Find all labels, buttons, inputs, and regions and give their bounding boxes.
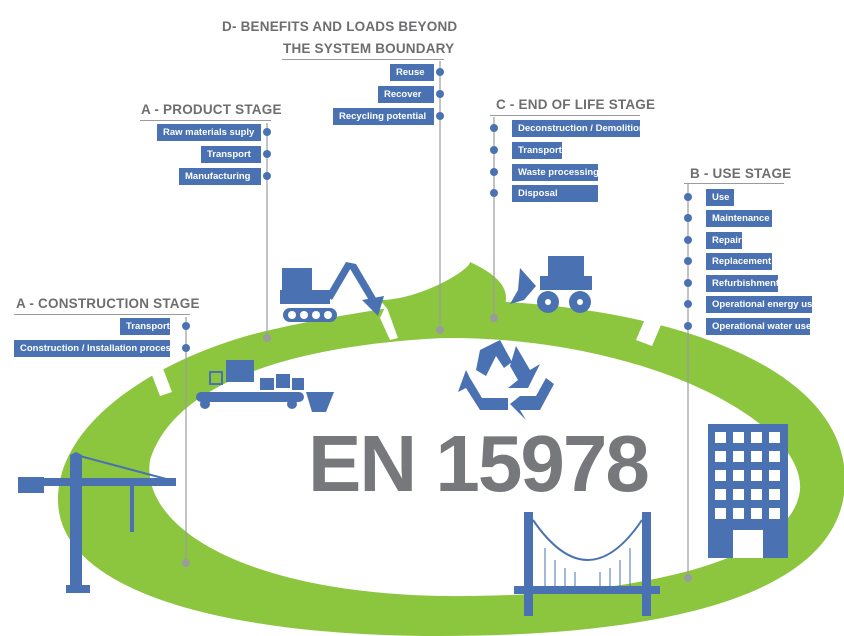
stage-c-title: C - END OF LIFE STAGE [496,97,656,112]
label-operational-energy: Operational energy use [706,296,818,313]
bulldozer-icon [510,256,592,313]
label-transport-construction: Transport [120,318,170,335]
label-dots [182,68,692,352]
label-transport-eol: Transport [512,142,562,159]
label-manufacturing: Manufacturing [179,168,261,185]
conveyor-factory-icon [196,360,334,412]
stage-d-title-line1: D- BENEFITS AND LOADS BEYOND [222,19,458,34]
label-reuse: Reuse [390,64,434,81]
label-waste-processing: Waste processing [512,164,599,181]
label-replacement: Replacement [706,253,772,270]
stage-b-rule [684,183,784,184]
label-disposal: Disposal [512,185,598,202]
excavator-icon [280,262,384,322]
stage-a-construction-title: A - CONSTRUCTION STAGE [16,296,200,311]
main-title: EN 15978 [308,419,650,508]
lifecycle-ring [58,262,844,636]
label-recycling-potential: Recycling potential [333,108,434,125]
label-use: Use [706,189,734,206]
label-raw-materials: Raw materials suply [157,124,261,141]
stage-d-rule [282,59,444,60]
stage-a-product-rule [140,120,271,121]
stage-c-rule [490,115,640,116]
bridge-icon [514,512,660,616]
crane-icon [18,452,176,593]
label-transport-product: Transport [201,146,261,163]
label-repair: Repair [706,232,742,249]
stage-a-construction-rule [14,314,190,315]
stage-a-product-title: A - PRODUCT STAGE [141,102,282,117]
stage-d-title-line2: THE SYSTEM BOUNDARY [283,41,455,56]
stage-b-title: B - USE STAGE [690,166,792,181]
label-deconstruction: Deconstruction / Demolition [512,120,645,137]
label-recover: Recover [378,86,434,103]
label-operational-water: Operational water use [706,318,811,335]
label-refurbishment: Refurbishment [706,275,779,292]
label-construction-installation: Construction / Installation process [14,340,176,357]
office-building-icon [708,424,788,558]
label-maintenance: Maintenance [706,210,772,227]
recycle-icon [458,340,554,420]
connector-dots [182,314,692,582]
